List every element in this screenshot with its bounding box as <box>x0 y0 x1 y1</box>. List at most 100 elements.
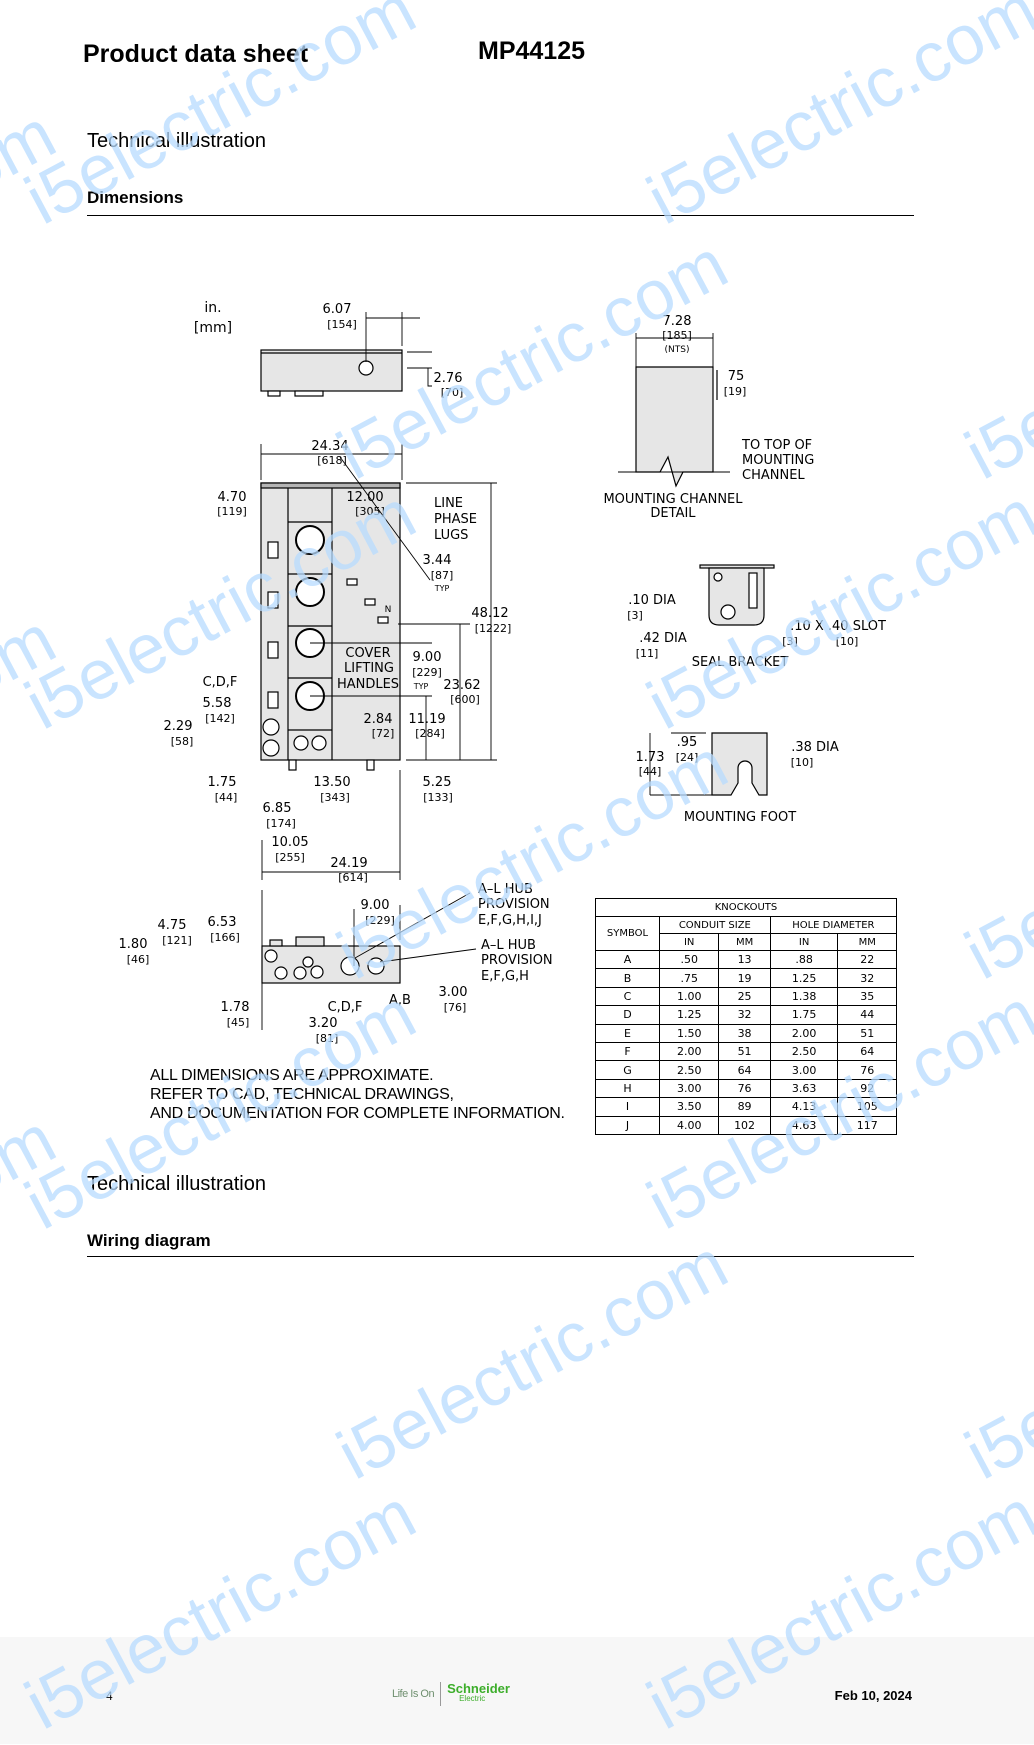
table-cell: 51 <box>837 1023 897 1043</box>
dimension-label: 24.34 <box>311 439 348 454</box>
dimension-label: TO TOP OF <box>741 438 812 453</box>
table-cell: G <box>595 1060 660 1080</box>
dimension-label: A–L HUB <box>481 938 536 953</box>
dimension-label: [618] <box>317 454 347 467</box>
dimension-label: [11] <box>636 647 659 660</box>
dimension-label: 3.20 <box>309 1016 338 1031</box>
note-line: REFER TO CAD, TECHNICAL DRAWINGS, <box>150 1086 454 1103</box>
dimension-label: A,B <box>389 993 411 1008</box>
table-cell: 3.00 <box>658 1078 720 1099</box>
dimension-label: 9.00 <box>413 650 442 665</box>
unit-header: IN <box>658 933 720 951</box>
dimension-label: 24.19 <box>330 856 367 871</box>
dimension-label: DETAIL <box>650 506 696 521</box>
mounting-channel-detail <box>635 366 714 488</box>
dimension-label: [121] <box>162 934 192 947</box>
dimension-label: 1.73 <box>636 750 665 765</box>
logo-divider <box>440 1682 442 1706</box>
dimension-label: 7.28 <box>663 314 692 329</box>
note-line: ALL DIMENSIONS ARE APPROXIMATE. <box>150 1067 434 1084</box>
dimension-label: 11.19 <box>408 712 445 727</box>
dimension-label: [87] <box>431 569 454 582</box>
dimensions-drawing: in.[mm]6.07[154]2.76[70]24.34[618]4.70[1… <box>119 300 886 1045</box>
dimension-label: [44] <box>215 791 238 804</box>
dimension-label: 12.00 <box>346 490 383 505</box>
section-divider <box>87 1256 914 1257</box>
dimension-label: [305] <box>355 505 385 518</box>
watermark-text: i5electric.com <box>952 1224 1034 1495</box>
brand-name: Schneider <box>447 1681 510 1696</box>
dimension-label: 5.58 <box>203 696 232 711</box>
dimension-label: [166] <box>210 931 240 944</box>
dimension-label: [3] <box>627 609 643 622</box>
table-cell: 64 <box>837 1041 897 1062</box>
table-cell: B <box>595 968 660 988</box>
table-cell: 102 <box>718 1115 771 1135</box>
dimension-label: [45] <box>227 1016 250 1029</box>
product-code: MP44125 <box>478 37 586 65</box>
unit-header: IN <box>769 933 839 951</box>
subheading-wiring-diagram: Wiring diagram <box>87 1231 211 1250</box>
dimension-label: .10 X .40 SLOT <box>790 619 886 634</box>
dimension-label: 75 <box>728 369 745 384</box>
table-cell: H <box>595 1078 660 1099</box>
table-cell: 2.50 <box>769 1041 839 1062</box>
dimension-label: [44] <box>639 765 662 778</box>
dimension-label: in. <box>204 300 221 316</box>
dimension-lines <box>260 312 730 1030</box>
brand-sub: Electric <box>459 1694 486 1703</box>
dimension-label: PROVISION <box>481 953 553 968</box>
dimension-label: LINE <box>434 496 463 511</box>
dimension-label: [174] <box>266 817 296 830</box>
dimension-notes: ALL DIMENSIONS ARE APPROXIMATE. REFER TO… <box>150 1066 565 1123</box>
dimension-label: N <box>385 605 392 615</box>
dimension-label: HANDLES <box>337 677 399 692</box>
dimension-label: [600] <box>450 693 480 706</box>
table-cell: 3.00 <box>769 1060 839 1080</box>
dimension-label: 3.44 <box>423 553 452 568</box>
mounting-foot <box>711 732 768 796</box>
unit-header: MM <box>718 933 771 951</box>
dimension-label: .38 DIA <box>791 740 839 755</box>
dimension-label: 6.53 <box>208 915 237 930</box>
page-title: Product data sheet <box>83 40 309 68</box>
table-cell: 25 <box>718 986 771 1007</box>
dimension-label: 10.05 <box>271 835 308 850</box>
dimension-label: E,F,G,H,I,J <box>478 913 542 928</box>
table-cell: 44 <box>837 1005 897 1025</box>
dimension-label: [343] <box>320 791 350 804</box>
table-cell: D <box>595 1005 660 1025</box>
table-cell: 51 <box>718 1041 771 1062</box>
dimension-label: 9.00 <box>361 898 390 913</box>
dimension-label: LIFTING <box>344 661 394 676</box>
table-cell: 1.25 <box>769 968 839 988</box>
dimension-label: 48.12 <box>471 606 508 621</box>
dimension-label: 2.76 <box>434 371 463 386</box>
dimension-label: C,D,F <box>328 1000 363 1015</box>
table-cell: 1.25 <box>658 1005 720 1025</box>
table-cell: J <box>595 1115 660 1135</box>
table-cell: 4.00 <box>658 1115 720 1135</box>
dimension-label: [72] <box>372 727 395 740</box>
table-cell: 3.50 <box>658 1097 720 1117</box>
table-cell: 3.63 <box>769 1078 839 1099</box>
dimension-label: [229] <box>412 666 442 679</box>
dimension-label: 2.29 <box>164 719 193 734</box>
table-cell: 92 <box>837 1078 897 1099</box>
dimension-label: [284] <box>415 727 445 740</box>
dimension-label: 23.62 <box>443 678 480 693</box>
tagline: Life Is On <box>392 1688 435 1700</box>
table-cell: 38 <box>718 1023 771 1043</box>
dimension-label: 1.78 <box>221 1000 250 1015</box>
dimension-label: [81] <box>316 1032 339 1045</box>
table-cell: 76 <box>837 1060 897 1080</box>
dimension-label: TYP <box>434 584 450 593</box>
table-title: KNOCKOUTS <box>595 898 897 917</box>
knockouts-table: KNOCKOUTS SYMBOL CONDUIT SIZE HOLE DIAME… <box>595 898 898 1135</box>
